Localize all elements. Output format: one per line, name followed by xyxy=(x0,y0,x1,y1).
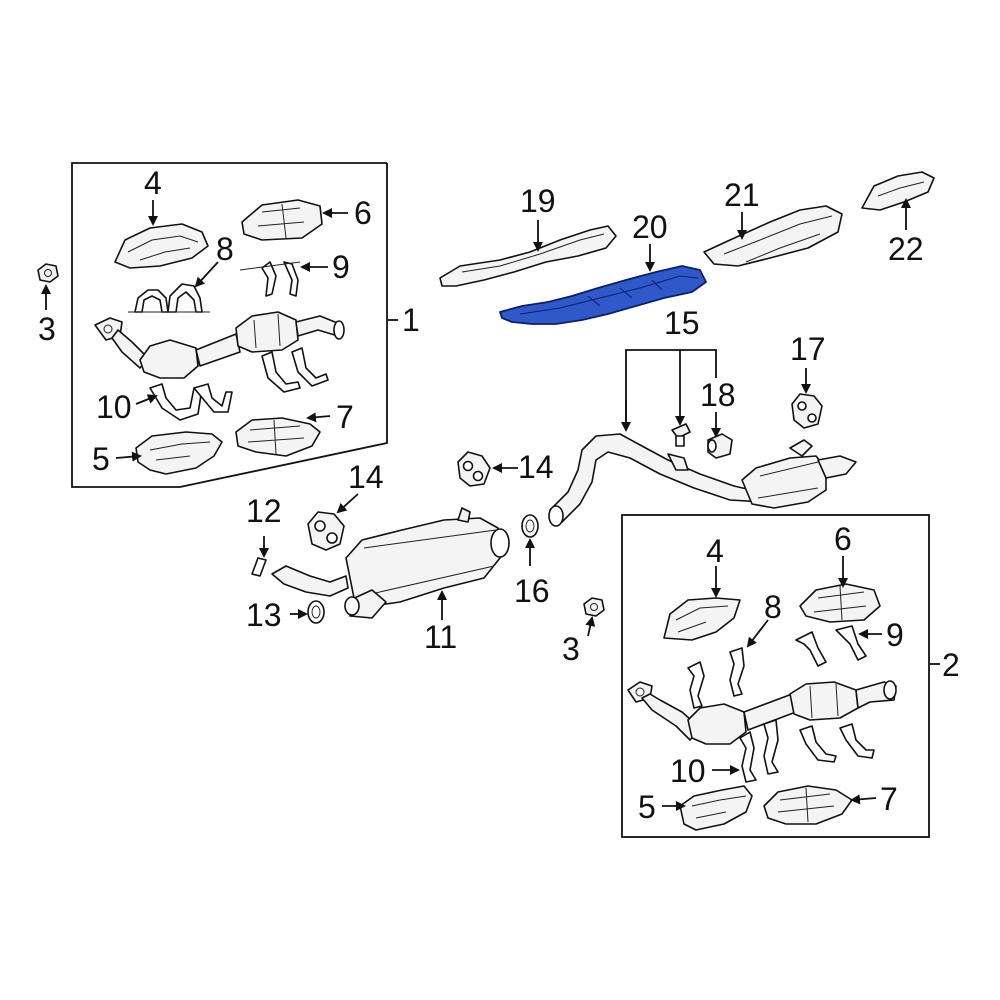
part-9-brackets-left[interactable] xyxy=(239,261,301,297)
callout-12: 12 xyxy=(246,493,282,529)
callout-6-right: 6 xyxy=(834,521,852,557)
part-5-lower-shield-left[interactable] xyxy=(135,431,223,475)
exploded-box-2 xyxy=(621,514,930,838)
part-14-hanger-left[interactable] xyxy=(307,511,345,551)
part-3-nut-right[interactable] xyxy=(583,597,605,617)
part-19-heat-insulator[interactable] xyxy=(439,225,617,287)
callout-5-left: 5 xyxy=(92,441,110,477)
part-10-clamps-left[interactable] xyxy=(149,383,233,421)
callout-7-left: 7 xyxy=(336,399,354,435)
exploded-box-1 xyxy=(71,162,388,488)
callout-11: 11 xyxy=(424,619,457,655)
part-9-brackets-right[interactable] xyxy=(795,625,867,667)
callout-3-right: 3 xyxy=(562,631,580,667)
part-14-hanger-right[interactable] xyxy=(457,451,491,487)
part-4-heat-shield-upper-left[interactable] xyxy=(114,223,209,269)
callout-15: 15 xyxy=(664,305,700,341)
callout-9-right: 9 xyxy=(886,617,904,653)
callout-21: 21 xyxy=(724,177,760,213)
part-11-center-muffler[interactable] xyxy=(271,507,510,619)
part-9-lower-brackets-left[interactable] xyxy=(261,347,329,393)
callout-6-left: 6 xyxy=(354,195,372,231)
part-7-lower-shield-right[interactable] xyxy=(763,785,853,825)
callout-7-right: 7 xyxy=(880,781,898,817)
part-21-heat-insulator[interactable] xyxy=(703,205,843,267)
callout-14-left: 14 xyxy=(348,459,384,495)
callout-22: 22 xyxy=(888,231,924,267)
part-6-converter-shield-right[interactable] xyxy=(799,583,881,623)
callout-10-left: 10 xyxy=(96,389,132,425)
callout-19: 19 xyxy=(520,183,556,219)
callout-16: 16 xyxy=(514,573,550,609)
callout-5-right: 5 xyxy=(638,789,656,825)
callout-8-left: 8 xyxy=(216,231,234,267)
part-6-converter-shield-left[interactable] xyxy=(241,199,323,241)
callout-8-right: 8 xyxy=(764,589,782,625)
callout-1: 1 xyxy=(402,302,420,338)
part-4-heat-shield-upper-right[interactable] xyxy=(663,597,741,641)
part-8-clamps-right[interactable] xyxy=(687,647,745,709)
part-16-gasket[interactable] xyxy=(521,514,539,538)
tailpipe-with-muffler[interactable] xyxy=(548,433,857,527)
part-7-lower-shield-left[interactable] xyxy=(235,417,321,457)
part-20-heat-insulator-highlighted[interactable] xyxy=(499,265,707,325)
callout-4-right: 4 xyxy=(706,533,724,569)
part-12-gasket[interactable] xyxy=(251,557,267,577)
callout-13: 13 xyxy=(246,597,282,633)
callout-17: 17 xyxy=(790,331,826,367)
callout-18: 18 xyxy=(700,377,736,413)
callout-2: 2 xyxy=(942,647,960,683)
part-15-bolt[interactable] xyxy=(671,423,691,447)
callout-4-left: 4 xyxy=(144,165,162,201)
callout-10-right: 10 xyxy=(670,753,706,789)
front-pipe-converter-left[interactable] xyxy=(94,311,345,379)
part-8-clamps-left[interactable] xyxy=(128,283,210,313)
leader-lines xyxy=(41,198,940,811)
part-18-clamp[interactable] xyxy=(707,433,733,459)
part-13-ring[interactable] xyxy=(307,600,325,624)
callout-numbers: 1 2 3 3 4 4 5 5 6 6 7 7 8 8 9 9 10 10 11… xyxy=(38,165,960,825)
callout-14-right: 14 xyxy=(518,449,554,485)
callout-3-left: 3 xyxy=(38,311,56,347)
part-17-hanger[interactable] xyxy=(791,393,823,429)
callout-20: 20 xyxy=(632,209,668,245)
part-22-heat-insulator[interactable] xyxy=(861,171,935,211)
part-3-nut-left[interactable] xyxy=(37,263,59,283)
front-pipe-converter-right[interactable] xyxy=(627,680,897,745)
callout-9-left: 9 xyxy=(332,249,350,285)
part-5-lower-shield-right[interactable] xyxy=(679,785,753,831)
part-10-clamps-right[interactable] xyxy=(739,719,875,783)
